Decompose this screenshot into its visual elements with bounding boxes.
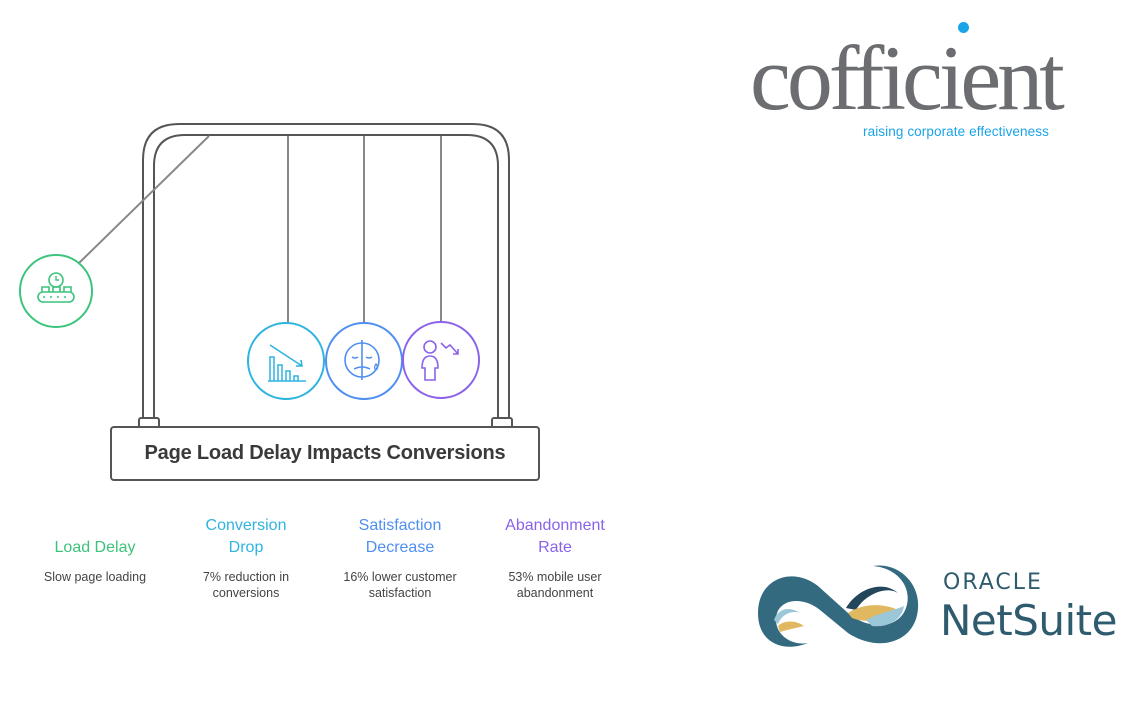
user-decline-icon [402,321,480,399]
caption-heading-line: Rate [538,539,572,556]
caption-abandonment-rate: Abandonment Rate 53% mobile user abandon… [475,515,635,601]
cofficient-logo: cofficient raising corporate effectivene… [745,18,1105,148]
diagram-title-box: Page Load Delay Impacts Conversions [110,426,540,481]
caption-heading-line: Conversion [205,517,287,534]
caption-load-delay: Load Delay Slow page loading [15,515,175,585]
caption-conversion-drop: Conversion Drop 7% reduction in conversi… [166,515,326,601]
caption-description-line: satisfaction [368,586,432,600]
netsuite-infinity-icon [758,565,919,647]
cofficient-wordmark: cofficient [750,27,1065,129]
caption-heading-line: Drop [228,539,264,556]
caption-description-line: 7% reduction in [202,570,290,584]
clock-conveyor-icon [19,254,93,328]
caption-heading: Load Delay [54,539,136,556]
caption-description-line: 16% lower customer [343,570,457,584]
newtons-cradle-diagram [19,123,513,429]
caption-description-line: conversions [212,586,280,600]
cofficient-tagline: raising corporate effectiveness [863,124,1049,139]
oracle-wordmark: ORACLE [943,570,1043,595]
caption-satisfaction-decrease: Satisfaction Decrease 16% lower customer… [320,515,480,601]
caption-heading-line: Satisfaction [358,517,442,534]
caption-heading-line: Abandonment [505,517,605,534]
caption-heading-line: Decrease [365,539,435,556]
caption-description-line: 53% mobile user [508,570,602,584]
caption-description: Slow page loading [43,570,147,584]
declining-bar-chart-icon [247,322,325,400]
netsuite-wordmark: NetSuite [940,596,1117,645]
cradle-frame [19,123,513,429]
oracle-netsuite-logo: ORACLE NetSuite [748,558,1138,658]
sad-face-icon [325,322,403,400]
logo-accent-dot [958,22,969,33]
diagram-title: Page Load Delay Impacts Conversions [144,442,506,464]
caption-description-line: abandonment [516,586,594,600]
